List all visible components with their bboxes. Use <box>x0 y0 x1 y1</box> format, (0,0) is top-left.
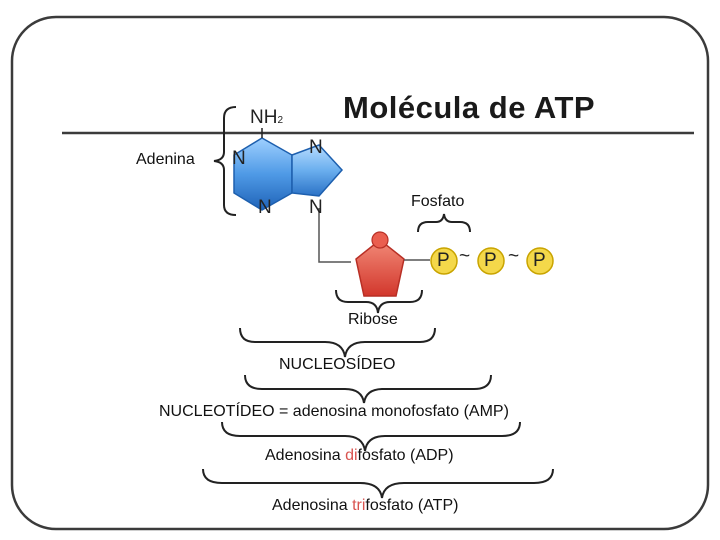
adp-label-highlight: di <box>345 447 358 464</box>
nitrogen-atom-4: N <box>309 197 323 218</box>
phosphate-1 <box>430 247 458 275</box>
atp-label: Adenosina trifosfato (ATP) <box>272 497 458 515</box>
nucleoside-label: NUCLEOSÍDEO <box>279 356 396 373</box>
ribose-label: Ribose <box>348 311 398 328</box>
amine-group-label: NH2 <box>250 107 283 129</box>
page-title: Molécula de ATP <box>343 90 596 125</box>
adp-brace <box>221 421 521 452</box>
phosphate-2-letter: P <box>484 250 497 271</box>
phosphate-2 <box>477 247 505 275</box>
atp-label-prefix: Adenosina <box>272 497 353 514</box>
adp-label-suffix: fosfato (ADP) <box>357 447 454 464</box>
phosphoanhydride-bond-1: ~ <box>459 246 471 267</box>
nitrogen-atom-1: N <box>232 148 246 169</box>
phosphate-label: Fosfato <box>411 193 465 210</box>
amine-n-label: NH <box>250 107 278 128</box>
phosphate-3-letter: P <box>533 250 546 271</box>
nucleoside-brace <box>239 327 436 358</box>
phosphate-brace <box>417 213 471 233</box>
phosphate-1-letter: P <box>437 250 450 271</box>
amine-subscript: 2 <box>277 115 284 126</box>
atp-label-suffix: fosfato (ATP) <box>365 497 459 514</box>
slide-border <box>10 15 710 531</box>
atp-brace <box>202 468 554 499</box>
nucleotide-brace <box>244 374 492 404</box>
adenine-label: Adenina <box>136 151 195 168</box>
adenine-brace <box>213 106 237 216</box>
ribose-brace <box>335 289 423 314</box>
ribose-knob <box>371 231 389 249</box>
adp-label-prefix: Adenosina <box>265 447 346 464</box>
adp-label: Adenosina difosfato (ADP) <box>265 447 454 465</box>
nucleotide-label: NUCLEOTÍDEO = adenosina monofosfato (AMP… <box>159 403 509 420</box>
atp-label-highlight: tri <box>352 497 366 514</box>
phosphate-3 <box>526 247 554 275</box>
ribose-pentagon <box>355 239 405 297</box>
glycosidic-bond <box>318 208 351 263</box>
adenine-five-ring <box>291 144 344 197</box>
phosphoanhydride-bond-2: ~ <box>508 246 520 267</box>
nitrogen-atom-2: N <box>309 137 323 158</box>
nitrogen-atom-3: N <box>258 197 272 218</box>
